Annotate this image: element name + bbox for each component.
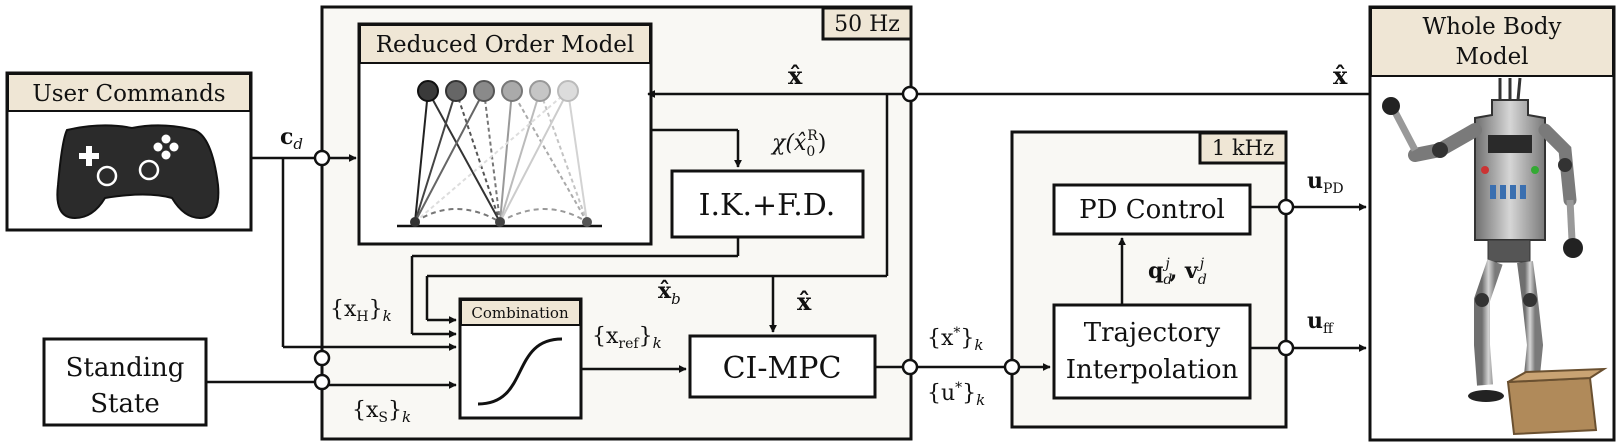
- gamepad-icon: [56, 124, 220, 220]
- junctions: [313, 85, 1295, 391]
- combination-title: Combination: [471, 304, 569, 322]
- pd-control-block: [1052, 183, 1252, 236]
- label-xhat-mid: x̂: [797, 287, 812, 316]
- label-xH: {xH}k: [330, 297, 392, 325]
- junction-cd: [313, 149, 331, 167]
- label-chi: χ(x̂0R): [770, 128, 826, 160]
- ik-fd-label: I.K.+F.D.: [699, 188, 836, 223]
- whole-body-title-line2: Model: [1455, 44, 1528, 70]
- trajectory-interpolation-block: [1052, 303, 1252, 400]
- rom-title-bg: [359, 24, 651, 64]
- mpc-rate-tag: [821, 6, 913, 41]
- trajectory-label-line1: Trajectory: [1084, 318, 1221, 348]
- inner-rate-tag: [1198, 131, 1288, 165]
- junction-xhat: [901, 85, 919, 103]
- label-xref: {xref}k: [592, 324, 662, 352]
- label-ustar: {u*}k: [927, 380, 985, 409]
- label-xhat-top: x̂: [788, 61, 803, 90]
- pendulum-stack-icon: [397, 80, 602, 228]
- trajectory-label-line2: Interpolation: [1066, 355, 1239, 385]
- label-u-ff: uff: [1307, 308, 1334, 337]
- ik-fd-block: [670, 169, 865, 239]
- label-c-d: cd: [280, 124, 303, 153]
- standing-state-block: [42, 337, 208, 427]
- combination-title-bg: [460, 299, 581, 326]
- ci-mpc-label: CI-MPC: [723, 351, 842, 386]
- whole-body-title-line1: Whole Body: [1422, 14, 1561, 40]
- user-commands-title-bg: [7, 73, 251, 112]
- label-xhat-b: x̂b: [658, 278, 681, 308]
- label-xS: {xS}k: [352, 398, 411, 426]
- rom-title: Reduced Order Model: [376, 32, 635, 58]
- standing-state-line1: Standing: [66, 353, 185, 383]
- whole-body-title-bg: [1370, 7, 1614, 77]
- label-u-pd: uPD: [1307, 168, 1344, 197]
- junction-pd-out: [1277, 198, 1295, 216]
- ci-mpc-block: [688, 334, 877, 399]
- mpc-rate-label: 50 Hz: [834, 12, 900, 37]
- robot-image: [1382, 77, 1608, 436]
- inner-rate-label: 1 kHz: [1212, 136, 1274, 160]
- label-xhat-right: x̂: [1333, 61, 1348, 90]
- user-commands-title: User Commands: [32, 81, 225, 107]
- s-curve-icon: [477, 337, 563, 406]
- label-xstar: {x*}k: [927, 325, 984, 354]
- connections: [206, 90, 1370, 389]
- junction-standing: [313, 373, 331, 391]
- junction-ff-out: [1277, 339, 1295, 357]
- standing-state-line2: State: [90, 389, 160, 419]
- label-qd-vd: qdj, vdj: [1148, 256, 1207, 288]
- junction-traj-in: [1003, 358, 1021, 376]
- pd-control-label: PD Control: [1079, 195, 1225, 225]
- junction-cd-lower: [313, 349, 331, 367]
- junction-mpc-out: [901, 358, 919, 376]
